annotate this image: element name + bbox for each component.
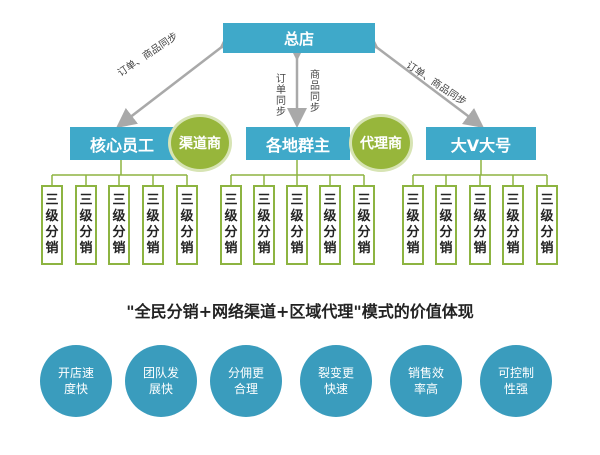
leaf-label: 三级分销 (45, 193, 59, 256)
leaf-node: 三级分销 (536, 185, 558, 265)
leaf-node: 三级分销 (253, 185, 275, 265)
bracket-mid (230, 160, 365, 185)
leaf-node: 三级分销 (220, 185, 242, 265)
feature-circle: 裂变更快速 (300, 345, 372, 417)
leaf-node: 三级分销 (435, 185, 457, 265)
leaf-node: 三级分销 (402, 185, 424, 265)
leaf-label: 三级分销 (439, 193, 453, 256)
channel-node-agent: 代理商 (352, 117, 410, 169)
leaf-label: 三级分销 (79, 193, 93, 256)
leaf-node: 三级分销 (108, 185, 130, 265)
leaf-label: 三级分销 (146, 193, 160, 256)
root-node: 总店 (223, 23, 375, 53)
leaf-node: 三级分销 (286, 185, 308, 265)
leaf-label: 三级分销 (257, 193, 271, 256)
leaf-node: 三级分销 (353, 185, 375, 265)
flow-label-down: 订单同步 (276, 74, 286, 118)
leaf-node: 三级分销 (176, 185, 198, 265)
leaf-node: 三级分销 (75, 185, 97, 265)
bracket-left (51, 160, 188, 185)
leaf-node: 三级分销 (319, 185, 341, 265)
headline: "全民分销+网络渠道+区域代理"模式的价值体现 (126, 302, 474, 321)
feature-circle: 可控制性强 (480, 345, 552, 417)
feature-circle: 销售效率高 (390, 345, 462, 417)
leaf-label: 三级分销 (290, 193, 304, 256)
leaf-label: 三级分销 (506, 193, 520, 256)
tier-node-core-staff: 核心员工 (70, 127, 174, 160)
leaf-label: 三级分销 (406, 193, 420, 256)
feature-label: 裂变更快速 (317, 366, 354, 396)
feature-circle: 分佣更合理 (210, 345, 282, 417)
bracket-right (412, 160, 548, 185)
tier-node-group-owners: 各地群主 (246, 127, 350, 160)
leaf-label: 三级分销 (112, 193, 126, 256)
leaf-node: 三级分销 (41, 185, 63, 265)
feature-circle: 团队发展快 (125, 345, 197, 417)
tier-node-big-v: 大V大号 (426, 127, 536, 160)
feature-label: 分佣更合理 (227, 366, 264, 396)
flow-arrow-left (116, 28, 241, 129)
feature-label: 团队发展快 (142, 366, 179, 396)
leaf-label: 三级分销 (224, 193, 238, 256)
feature-circle: 开店速度快 (40, 345, 112, 417)
channel-node-channel-dealer: 渠道商 (171, 117, 229, 169)
leaf-node: 三级分销 (502, 185, 524, 265)
feature-label: 可控制性强 (497, 366, 534, 396)
leaf-label: 三级分销 (180, 193, 194, 256)
feature-label: 销售效率高 (407, 366, 444, 396)
leaf-label: 三级分销 (540, 193, 554, 256)
leaf-label: 三级分销 (473, 193, 487, 256)
flow-label-up: 商品同步 (310, 70, 320, 114)
leaf-label: 三级分销 (323, 193, 337, 256)
leaf-label: 三级分销 (357, 193, 371, 256)
flow-arrow-right (357, 28, 484, 129)
leaf-node: 三级分销 (469, 185, 491, 265)
leaf-node: 三级分销 (142, 185, 164, 265)
feature-label: 开店速度快 (57, 366, 94, 396)
